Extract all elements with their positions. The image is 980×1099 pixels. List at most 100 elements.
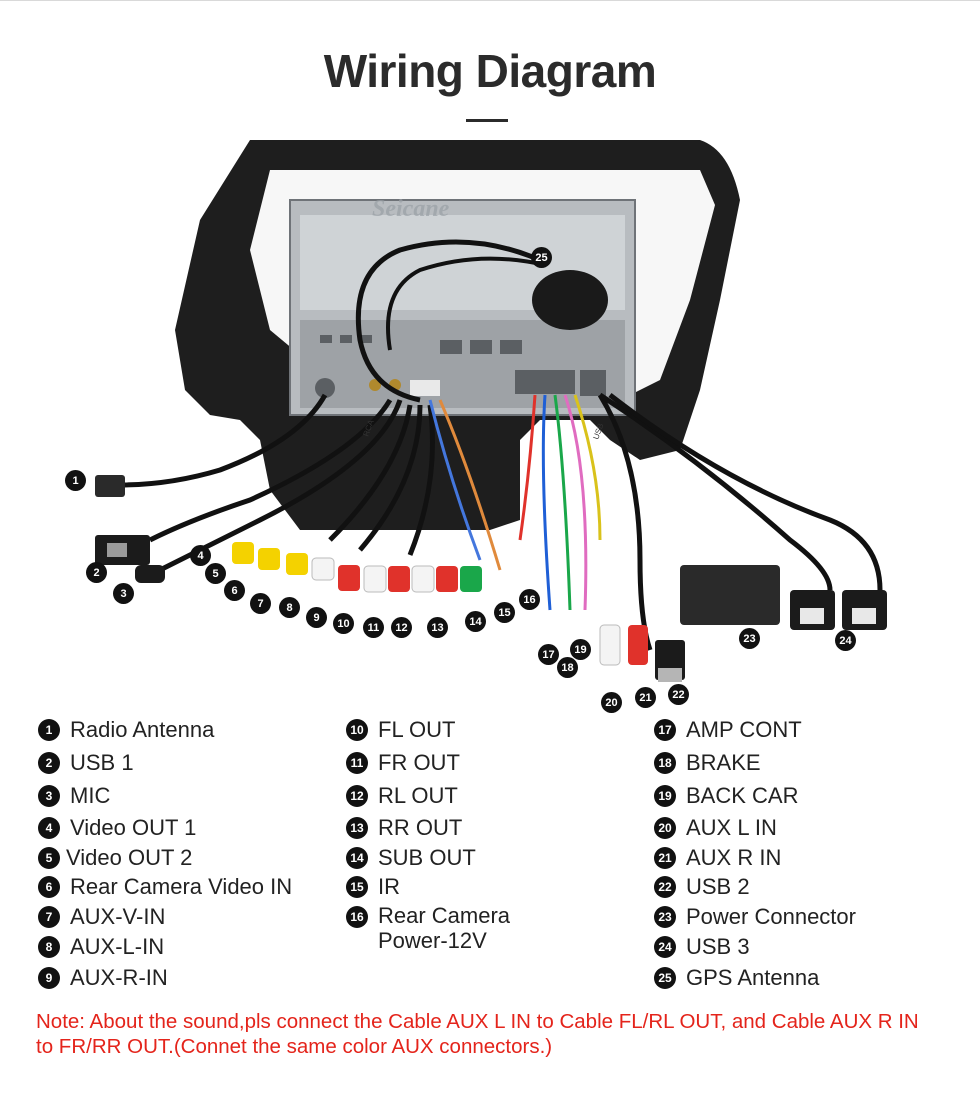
callout-marker: 4: [190, 545, 211, 566]
legend-item: 24 USB 3: [654, 933, 856, 964]
legend-number: 13: [346, 817, 368, 839]
callout-marker: 25: [531, 247, 552, 268]
legend-number: 21: [654, 847, 676, 869]
title-underline: [466, 119, 508, 122]
legend-item: 3 MIC: [38, 782, 292, 814]
legend-number: 7: [38, 906, 60, 928]
legend-label: USB 2: [686, 874, 750, 899]
legend-label: USB 3: [686, 934, 750, 959]
legend-item: 22 USB 2: [654, 873, 856, 903]
callout-marker: 11: [363, 617, 384, 638]
legend-item: 19 BACK CAR: [654, 782, 856, 814]
top-divider: [0, 0, 980, 1]
legend-number: 19: [654, 785, 676, 807]
legend-label: AUX-L-IN: [70, 934, 165, 959]
callout-marker: 16: [519, 589, 540, 610]
legend-number: 8: [38, 936, 60, 958]
legend-number: 22: [654, 876, 676, 898]
legend-number: 10: [346, 719, 368, 741]
callout-marker: 12: [391, 617, 412, 638]
legend-item: 1 Radio Antenna: [38, 716, 292, 749]
callout-marker: 6: [224, 580, 245, 601]
legend-label: RL OUT: [378, 783, 458, 808]
legend-item: 11 FR OUT: [346, 749, 510, 782]
legend-item: 17 AMP CONT: [654, 716, 856, 749]
legend-number: 1: [38, 719, 60, 741]
legend-number: 4: [38, 817, 60, 839]
watermark: Seicane: [372, 196, 450, 222]
legend-number: 17: [654, 719, 676, 741]
legend-item: 14 SUB OUT: [346, 844, 510, 873]
legend-number: 23: [654, 906, 676, 928]
legend-label: Radio Antenna: [70, 717, 215, 742]
legend-item: 18 BRAKE: [654, 749, 856, 782]
legend-label: BACK CAR: [686, 783, 799, 808]
legend-label: AUX-R-IN: [70, 965, 168, 990]
legend-number: 14: [346, 847, 368, 869]
legend-item: 12 RL OUT: [346, 782, 510, 814]
callout-marker: 13: [427, 617, 448, 638]
legend-label: BRAKE: [686, 750, 761, 775]
legend-item: 2 USB 1: [38, 749, 292, 782]
legend-label: RR OUT: [378, 815, 463, 840]
callout-marker: 2: [86, 562, 107, 583]
radio-antenna-plug: [95, 475, 125, 497]
callout-marker: 20: [601, 692, 622, 713]
legend-number: 12: [346, 785, 368, 807]
callout-marker: 17: [538, 644, 559, 665]
sound-connection-note: Note: About the sound,pls connect the Ca…: [36, 1010, 919, 1058]
legend-label: USB 1: [70, 750, 134, 775]
legend-label: FR OUT: [378, 750, 460, 775]
callout-marker: 5: [205, 563, 226, 584]
callout-marker: 1: [65, 470, 86, 491]
legend-number: 5: [38, 847, 60, 869]
legend-number: 11: [346, 752, 368, 774]
legend-number: 24: [654, 936, 676, 958]
callout-marker: 8: [279, 597, 300, 618]
legend-label: GPS Antenna: [686, 965, 820, 990]
gps-antenna-puck: [532, 270, 608, 330]
legend-label: Power Connector: [686, 904, 856, 929]
legend-number: 18: [654, 752, 676, 774]
callout-marker: 3: [113, 583, 134, 604]
callout-marker: 14: [465, 611, 486, 632]
legend-label: Rear Camera Power-12V: [378, 903, 511, 953]
legend-label: MIC: [70, 783, 111, 808]
callout-marker: 21: [635, 687, 656, 708]
callout-marker: 15: [494, 602, 515, 623]
legend-item: 5 Video OUT 2: [38, 844, 292, 873]
power-connector-block: [680, 565, 780, 625]
legend-column-2: 10 FL OUT 11 FR OUT 12 RL OUT 13 RR OUT 14 SU…: [346, 716, 510, 959]
legend-item: 10 FL OUT: [346, 716, 510, 749]
legend-number: 15: [346, 876, 368, 898]
callout-marker: 18: [557, 657, 578, 678]
legend-number: 3: [38, 785, 60, 807]
legend-item: 13 RR OUT: [346, 814, 510, 844]
callout-marker: 22: [668, 684, 689, 705]
legend-label: AUX-V-IN: [70, 904, 166, 929]
legend-label: SUB OUT: [378, 845, 476, 870]
legend-item: 7 AUX-V-IN: [38, 903, 292, 933]
legend-label: Video OUT 2: [66, 845, 193, 870]
legend-label: Video OUT 1: [70, 815, 197, 840]
legend-number: 2: [38, 752, 60, 774]
page-title: Wiring Diagram: [323, 45, 657, 97]
callout-marker: 19: [570, 639, 591, 660]
legend-label: AUX L IN: [686, 815, 777, 840]
callout-marker: 24: [835, 630, 856, 651]
legend-label: FL OUT: [378, 717, 456, 742]
legend-label: AMP CONT: [686, 717, 802, 742]
legend-item: 8 AUX-L-IN: [38, 933, 292, 964]
callout-marker: 23: [739, 628, 760, 649]
legend-number: 6: [38, 876, 60, 898]
legend-number: 25: [654, 967, 676, 989]
callout-marker: 7: [250, 593, 271, 614]
callout-marker: 10: [333, 613, 354, 634]
